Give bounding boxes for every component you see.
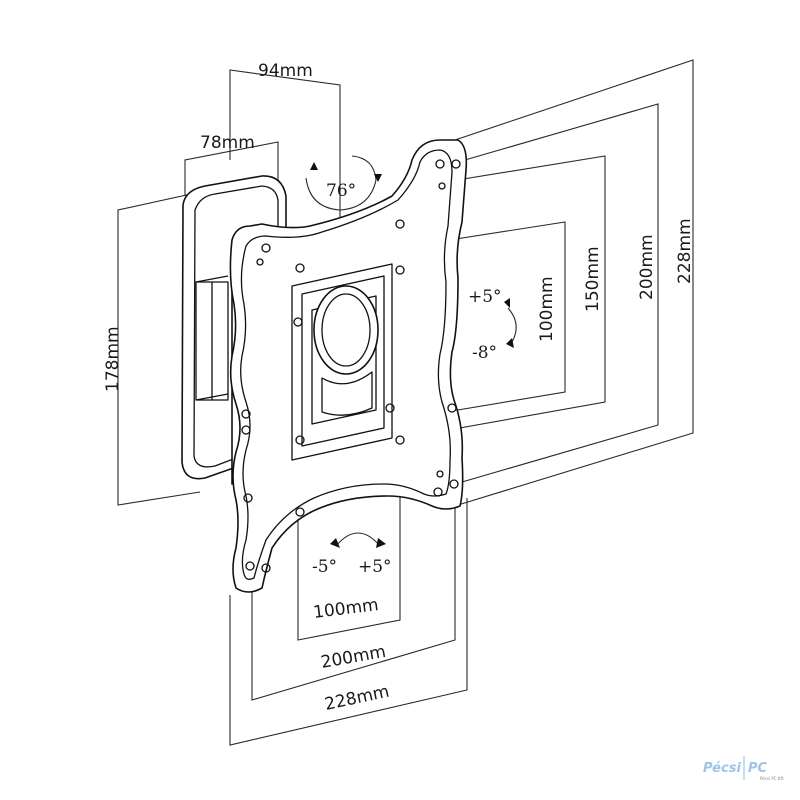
logo-tagline: Pécsi PC Kft. [760, 776, 785, 781]
dim-vesa-v-max: 228mm [675, 218, 695, 284]
angle-tilt-up: +5° [468, 287, 502, 307]
vesa-plate [229, 139, 468, 593]
logo-text-right: PC [748, 761, 768, 776]
dim-vesa-v-small: 100mm [537, 276, 557, 342]
angle-rotate-left: -5° [312, 557, 337, 577]
logo-text-left: Pécsi [703, 761, 741, 776]
dim-vesa-v-medium: 150mm [583, 246, 603, 312]
dim-arm-depth-max: 94mm [258, 61, 313, 81]
angle-rotate-right: +5° [358, 557, 392, 577]
dim-vesa-v-large: 200mm [637, 234, 657, 300]
dim-wall-plate-height: 178mm [103, 326, 123, 392]
mounting-holes [241, 159, 461, 573]
dim-arm-depth-min: 78mm [200, 133, 255, 153]
angle-swivel: 76° [326, 181, 356, 201]
dim-vesa-h-medium: 200mm [319, 642, 387, 673]
dimension-lines [117, 59, 694, 746]
brand-logo: Pécsi PC Pécsi PC Kft. [703, 756, 785, 781]
rotation-arrows [305, 155, 517, 548]
angle-tilt-down: -8° [472, 343, 497, 363]
dim-vesa-h-small: 100mm [312, 595, 380, 623]
